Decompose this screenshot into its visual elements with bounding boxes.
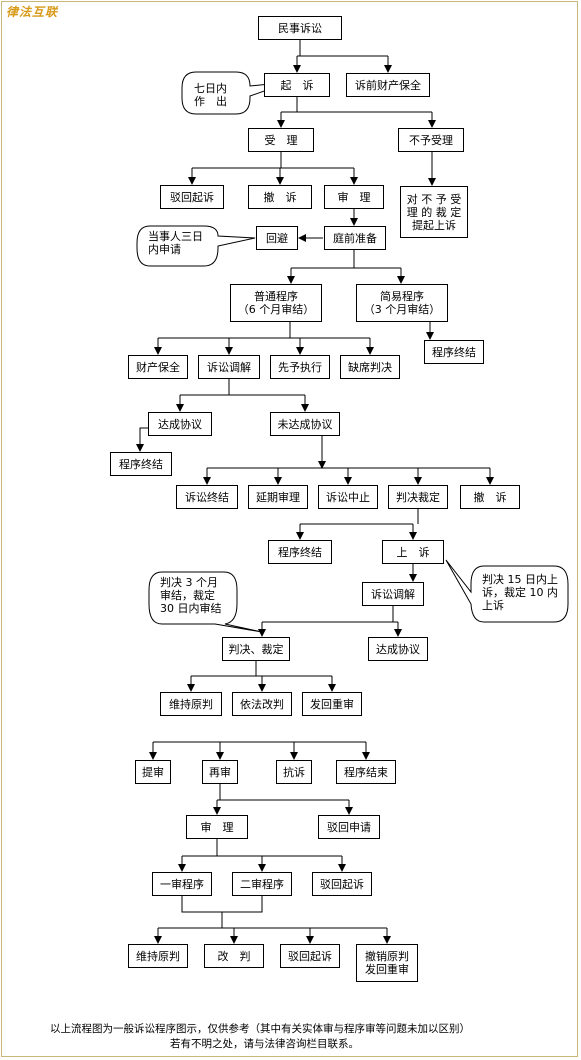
node-pre-suit-preservation: 诉前财产保全: [346, 73, 430, 97]
node-trial-2: 审 理: [186, 815, 248, 839]
node-property-preservation: 财产保全: [128, 355, 188, 379]
callout-bubble: [445, 559, 569, 623]
node-recusal: 回避: [256, 226, 298, 250]
node-file-suit: 起 诉: [264, 73, 330, 97]
node-withdraw-2: 撤 诉: [460, 485, 520, 509]
node-trial: 审 理: [324, 185, 384, 209]
node-amend-judgment: 依法改判: [232, 692, 292, 716]
node-civil-litigation: 民事诉讼: [258, 16, 342, 40]
node-procedure-end-1: 程序终结: [424, 340, 484, 364]
node-appeal: 上 诉: [382, 540, 444, 564]
footer-note: 以上流程图为一般诉讼程序图示，仅供参考（其中有关实体审与程序审等问题未加以区别）: [50, 1023, 470, 1035]
node-reject-filing: 不予受理: [398, 128, 464, 152]
node-uphold-2: 维持原判: [128, 944, 188, 968]
callout-bubble: [148, 571, 263, 633]
connector-arrow: [136, 427, 148, 452]
node-dismiss-suit: 驳回起诉: [160, 185, 224, 209]
node-procedure-closed: 程序结束: [336, 760, 396, 784]
callout-appeal-deadline: 判决 15 日内上 诉，裁定 10 内 上诉: [482, 573, 558, 612]
node-suspension: 诉讼中止: [318, 485, 378, 509]
node-default-judgment: 缺席判决: [340, 355, 400, 379]
callout-judgment-deadline: 判决 3 个月 审结，裁定 30 日内审结: [160, 576, 222, 615]
node-appeal-rejection: 对 不 予 受 理 的 裁 定 提起上诉: [400, 186, 468, 238]
node-withdraw: 撤 诉: [248, 185, 312, 209]
node-dismiss-application: 驳回申请: [318, 815, 380, 839]
node-litigation-termination: 诉讼终结: [176, 485, 238, 509]
node-second-instance: 二审程序: [232, 872, 292, 896]
node-postponement: 延期审理: [248, 485, 308, 509]
node-agreement-2: 达成协议: [368, 637, 428, 661]
node-procedure-end-3: 程序终结: [268, 540, 332, 564]
node-judgment-ruling: 判决裁定: [388, 485, 448, 509]
node-first-instance: 一审程序: [152, 872, 212, 896]
node-summary-procedure: 简易程序 （3 个月审结）: [356, 284, 448, 322]
node-advance-execution: 先予执行: [270, 355, 330, 379]
node-amend: 改 判: [204, 944, 264, 968]
connector-line: [181, 896, 263, 913]
callout-bubble: [136, 225, 256, 267]
node-retrial: 再审: [202, 760, 238, 784]
node-dismiss-suit-2: 驳回起诉: [312, 872, 372, 896]
node-mediation-2: 诉讼调解: [362, 582, 424, 606]
node-accept: 受 理: [248, 128, 314, 152]
node-judgment-ruling-2: 判决、裁定: [222, 637, 290, 661]
node-revoke-remand: 撤销原判 发回重审: [356, 944, 418, 982]
node-review-hearing: 提审: [135, 760, 171, 784]
node-pretrial-prep: 庭前准备: [324, 226, 386, 250]
node-remand-1: 发回重审: [302, 692, 362, 716]
brand-logo: 律法互联: [6, 5, 59, 19]
callout-seven-days: 七日内 作 出: [194, 82, 227, 108]
node-no-agreement: 未达成协议: [270, 412, 340, 436]
node-procedure-end-2: 程序终结: [110, 452, 172, 476]
node-dismiss-suit-3: 驳回起诉: [280, 944, 340, 968]
callout-three-days: 当事人三日 内申请: [148, 230, 203, 256]
node-agreement-1: 达成协议: [148, 412, 212, 436]
node-ordinary-procedure: 普通程序 （6 个月审结）: [230, 284, 322, 322]
footer-contact: 若有不明之处，请与法律咨询栏目联系。: [170, 1038, 359, 1050]
node-mediation-1: 诉讼调解: [198, 355, 260, 379]
node-uphold-1: 维持原判: [160, 692, 222, 716]
node-protest: 抗诉: [276, 760, 312, 784]
callout-bubble: [181, 71, 291, 115]
